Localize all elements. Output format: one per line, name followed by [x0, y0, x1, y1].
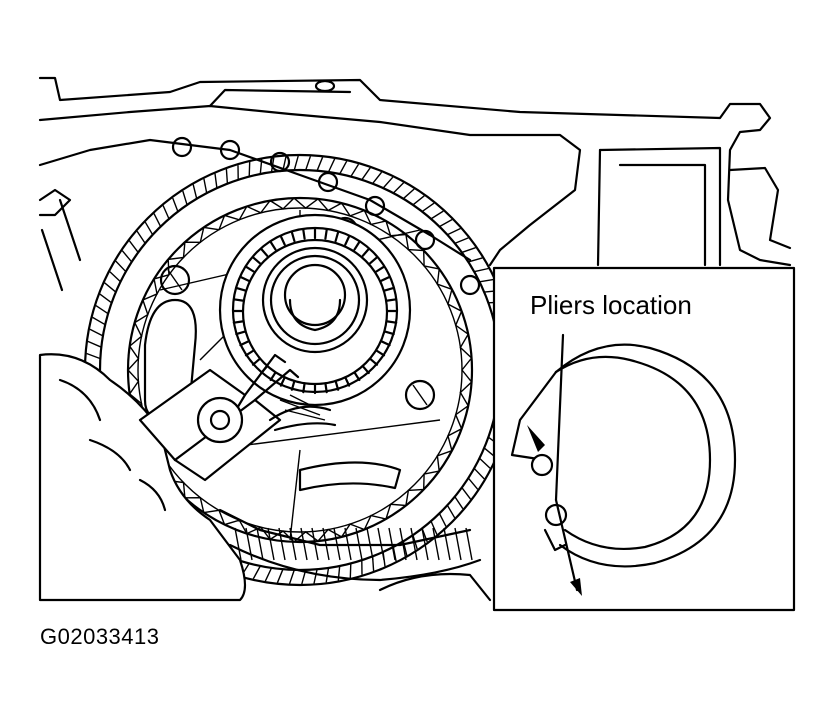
bearing-icon — [218, 213, 412, 407]
arrow-icon — [554, 333, 582, 596]
inset-panel — [492, 266, 796, 612]
inset-label: Pliers location — [530, 290, 692, 320]
figure-code: G02033413 — [40, 624, 160, 649]
transaxle-case — [38, 76, 792, 296]
lower-case — [40, 198, 492, 602]
snap-ring-pliers-icon — [38, 353, 337, 602]
